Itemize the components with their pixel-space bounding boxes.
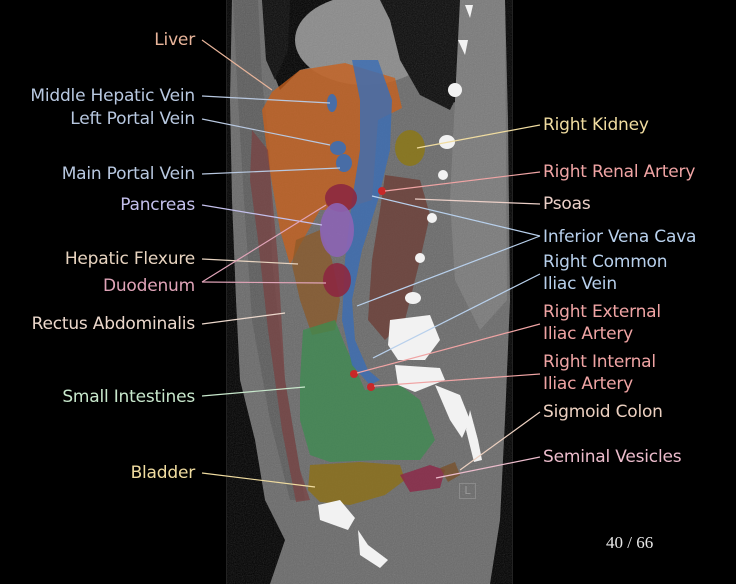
sigmoid-colon-segmentation — [440, 462, 460, 482]
leader-pancreas — [201, 204, 323, 226]
ct-image-frame — [226, 0, 513, 584]
label-right-common-iliac-vein[interactable]: Right Common Iliac Vein — [543, 251, 668, 295]
leader-rectus-abdominalis — [201, 312, 286, 325]
leader-seminal-vesicles — [435, 456, 541, 479]
leader-main-portal-vein — [201, 167, 341, 175]
right-internal-iliac-artery-dot — [367, 383, 375, 391]
label-line-1: Right Internal — [543, 352, 656, 372]
leader-bladder — [201, 472, 316, 488]
right-external-iliac-artery-dot — [350, 370, 358, 378]
psoas-segmentation — [368, 175, 430, 340]
label-seminal-vesicles[interactable]: Seminal Vesicles — [543, 447, 682, 467]
label-psoas[interactable]: Psoas — [543, 194, 591, 214]
label-right-kidney[interactable]: Right Kidney — [543, 115, 649, 135]
left-portal-vein-segmentation — [330, 141, 346, 155]
label-inferior-vena-cava[interactable]: Inferior Vena Cava — [543, 227, 697, 247]
leader-duodenum-b — [201, 281, 327, 284]
leader-left-portal-vein — [201, 118, 331, 146]
leader-liver — [201, 39, 273, 91]
leader-lines — [201, 39, 541, 488]
ivc-segmentation — [342, 60, 392, 385]
leader-sigmoid-colon — [459, 411, 541, 471]
label-hepatic-flexure[interactable]: Hepatic Flexure — [64, 249, 195, 269]
right-renal-artery-dot — [378, 187, 386, 195]
leader-small-intestines — [201, 386, 306, 397]
label-pancreas[interactable]: Pancreas — [120, 195, 195, 215]
main-portal-vein-segmentation — [336, 154, 352, 172]
label-line-1: Right External — [543, 302, 661, 322]
leader-right-internal-iliac-artery — [373, 373, 541, 387]
orientation-marker: L — [459, 483, 476, 499]
leader-right-external-iliac-artery — [356, 323, 541, 374]
seminal-vesicles-segmentation — [400, 465, 445, 492]
slice-counter: 40 / 66 — [606, 533, 654, 552]
leader-right-common-iliac-vein — [372, 273, 541, 359]
label-rectus-abdominalis[interactable]: Rectus Abdominalis — [31, 314, 196, 334]
leader-psoas — [414, 198, 541, 205]
label-small-intestines[interactable]: Small Intestines — [62, 387, 195, 407]
middle-hepatic-vein-segmentation — [327, 94, 337, 112]
bladder-segmentation — [308, 462, 405, 505]
label-line-2: Iliac Artery — [543, 324, 634, 344]
leader-right-renal-artery — [384, 171, 541, 192]
duodenum-lower-segmentation — [323, 263, 351, 297]
pancreas-segmentation — [320, 203, 354, 257]
leader-duodenum-a — [201, 204, 327, 283]
label-sigmoid-colon[interactable]: Sigmoid Colon — [543, 402, 663, 422]
label-right-internal-iliac-artery[interactable]: Right Internal Iliac Artery — [543, 351, 656, 395]
label-left-portal-vein[interactable]: Left Portal Vein — [70, 109, 195, 129]
small-intestines-segmentation — [300, 320, 435, 462]
leader-ivc-a — [371, 195, 541, 237]
leader-right-kidney — [416, 124, 541, 149]
label-line-2: Iliac Artery — [543, 374, 634, 394]
label-bladder[interactable]: Bladder — [130, 463, 196, 483]
label-right-renal-artery[interactable]: Right Renal Artery — [543, 162, 696, 182]
label-duodenum[interactable]: Duodenum — [102, 276, 195, 296]
label-line-1: Right Common — [543, 252, 668, 272]
rectus-segmentation — [250, 130, 310, 502]
leader-middle-hepatic-vein — [201, 95, 331, 104]
label-right-external-iliac-artery[interactable]: Right External Iliac Artery — [543, 301, 661, 345]
leader-hepatic-flexure — [201, 258, 299, 265]
label-main-portal-vein[interactable]: Main Portal Vein — [61, 164, 196, 184]
label-middle-hepatic-vein[interactable]: Middle Hepatic Vein — [30, 86, 195, 106]
right-kidney-segmentation — [395, 130, 425, 166]
leader-ivc-b — [356, 235, 541, 307]
label-liver[interactable]: Liver — [154, 30, 195, 50]
label-line-2: Iliac Vein — [543, 274, 617, 294]
